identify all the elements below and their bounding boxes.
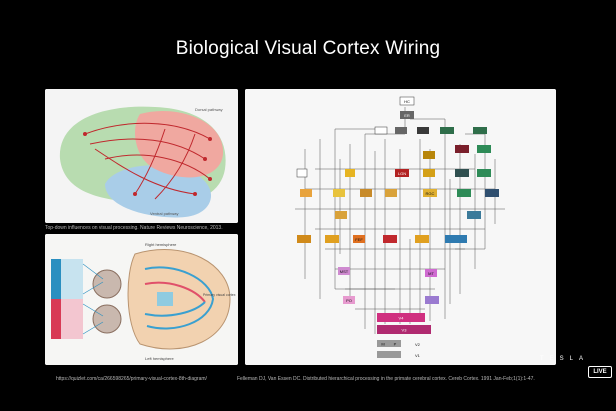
- tesla-logo: TESLA: [539, 356, 589, 362]
- left-hemisphere-label: Left hemisphere: [145, 356, 174, 361]
- slide-title: Biological Visual Cortex Wiring: [175, 38, 441, 59]
- live-badge: LIVE: [588, 366, 612, 378]
- v3-label: PO: [346, 298, 352, 303]
- cortical-hierarchy-figure: HC ER LGN RGC: [245, 89, 556, 365]
- right-caption: Felleman DJ, Van Essen DC. Distributed h…: [237, 376, 535, 382]
- hc-label: HC: [404, 99, 410, 104]
- p-label: P: [394, 342, 397, 347]
- right-hemisphere-label: Right hemisphere: [145, 242, 177, 247]
- cortical-hierarchy-diagram: HC ER LGN RGC: [245, 89, 556, 365]
- v4-label: MT: [428, 271, 434, 276]
- mst-label: RGC: [426, 191, 435, 196]
- po-label: MST: [340, 269, 349, 274]
- brain-pathways-illustration: Dorsal pathway Ventral pathway: [45, 89, 238, 223]
- mt-label: FEF: [355, 237, 363, 242]
- visual-pathway-illustration: Right hemisphere Left hemisphere Primary…: [45, 234, 238, 365]
- ventral-pathway-label: Ventral pathway: [150, 211, 178, 216]
- m-label: M: [381, 342, 384, 347]
- lgn-label: V2: [415, 342, 421, 347]
- visual-pathway-figure: Right hemisphere Left hemisphere Primary…: [45, 234, 238, 365]
- rgc-label: V1: [415, 353, 421, 358]
- brain-pathways-figure: Dorsal pathway Ventral pathway: [45, 89, 238, 223]
- er-label: ER: [404, 113, 410, 118]
- primary-visual-cortex-label: Primary visual cortex: [203, 293, 236, 297]
- fef-label: LGN: [398, 171, 406, 176]
- v1-label: V3: [402, 328, 408, 333]
- v2-label: V4: [399, 316, 405, 321]
- bottom-left-caption: https://quizlet.com/ca/266598265/primary…: [56, 376, 207, 382]
- dorsal-pathway-label: Dorsal pathway: [195, 107, 223, 112]
- top-left-caption: Top-down influences on visual processing…: [45, 225, 223, 231]
